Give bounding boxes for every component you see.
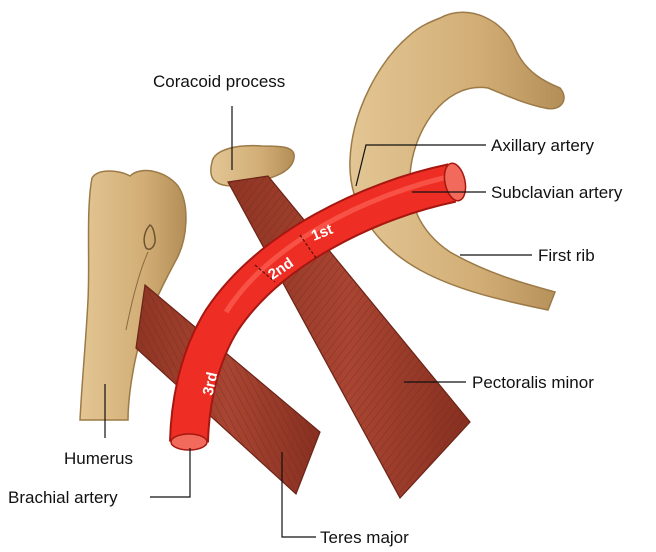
label-coracoid-process: Coracoid process: [153, 72, 285, 91]
label-brachial-artery: Brachial artery: [8, 488, 118, 507]
label-subclavian-artery: Subclavian artery: [491, 183, 623, 202]
label-teres-major: Teres major: [320, 528, 409, 547]
leader-brachial: [150, 448, 190, 497]
first-rib: [350, 12, 564, 310]
label-axillary-artery: Axillary artery: [491, 136, 594, 155]
humerus-bone: [80, 171, 186, 420]
label-humerus: Humerus: [64, 449, 133, 468]
label-pectoralis-minor: Pectoralis minor: [472, 373, 594, 392]
label-first-rib: First rib: [538, 246, 595, 265]
